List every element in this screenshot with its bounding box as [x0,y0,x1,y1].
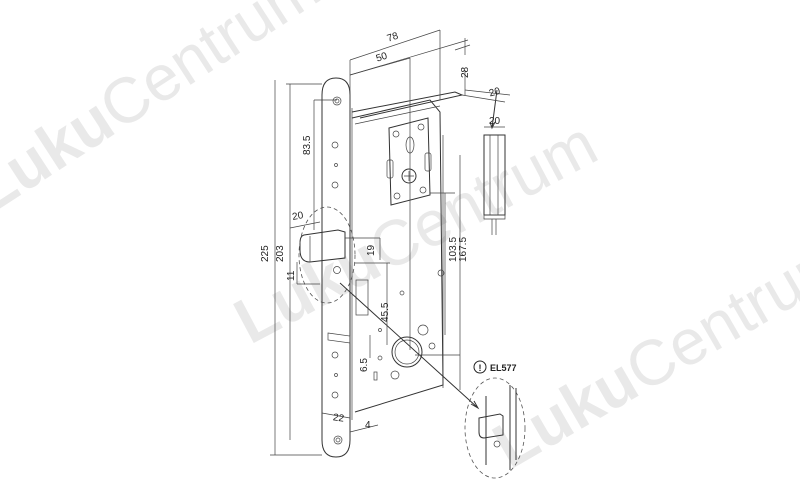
follower-hub [373,269,445,381]
dim-19: 19 [366,244,377,256]
dim-4: 4 [365,420,371,431]
svg-text:LukuCentrum: LukuCentrum [481,221,800,480]
dimension-labels: 78 50 28 20 20 83.5 225 203 20 19 11 103… [260,31,502,431]
dim-225: 225 [260,245,271,262]
svg-text:LukuCentrum: LukuCentrum [0,0,332,227]
accessory-part [483,89,506,235]
svg-text:LukuCentrum: LukuCentrum [223,107,608,358]
svg-text:!: ! [479,363,482,373]
dim-22: 22 [332,412,345,425]
dim-167-5: 167.5 [458,237,469,262]
dim-20-latch: 20 [291,210,304,223]
lock-case [351,91,464,420]
dim-20-accessory: 20 [489,116,501,127]
dim-20-strike: 20 [488,86,502,100]
cylinder-plate [386,117,432,206]
dim-6-5: 6.5 [359,358,370,372]
dimension-lines [270,29,511,456]
detail-view [339,282,526,479]
dim-45-5: 45.5 [380,302,391,322]
note-el577: ! EL577 [473,360,517,374]
dim-50: 50 [375,51,389,65]
dim-11: 11 [286,270,297,281]
dim-83-5: 83.5 [302,135,313,155]
dim-78: 78 [386,31,400,45]
latch-bolt [298,206,356,304]
dim-28: 28 [460,66,471,78]
dim-103-5: 103.5 [448,237,459,262]
dim-203: 203 [275,245,286,262]
faceplate [321,77,369,458]
warning-icon [473,360,487,374]
note-label: EL577 [490,363,517,373]
